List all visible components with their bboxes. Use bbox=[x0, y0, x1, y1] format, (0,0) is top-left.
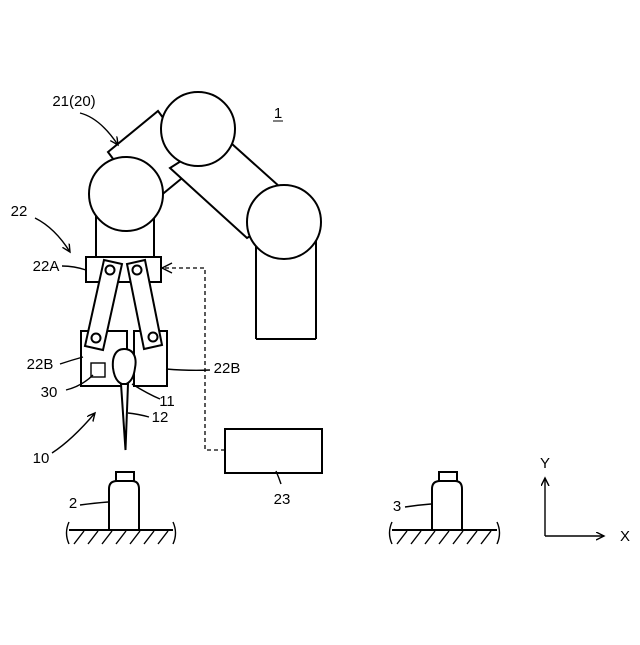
leader-12 bbox=[128, 413, 149, 417]
label-arm: 21(20) bbox=[52, 93, 95, 110]
label-sensor: 30 bbox=[41, 384, 58, 401]
table-left-hatch bbox=[74, 531, 168, 544]
label-container-3: 3 bbox=[393, 498, 401, 515]
label-container-2: 2 bbox=[69, 495, 77, 512]
leader-22b-right bbox=[166, 369, 210, 370]
tool-head-11 bbox=[113, 349, 136, 384]
label-axis-y: Y bbox=[540, 455, 550, 472]
container-3-body bbox=[432, 481, 462, 530]
table-right-hatch bbox=[397, 531, 491, 544]
label-axis-x: X bbox=[620, 528, 630, 545]
label-hand: 22 bbox=[11, 203, 28, 220]
leader-arm bbox=[80, 113, 118, 145]
label-hand-base: 22A bbox=[33, 258, 60, 275]
label-robot: 1 bbox=[274, 105, 282, 122]
leader-22b-left bbox=[60, 357, 83, 364]
joint-left bbox=[89, 157, 163, 231]
label-tool-head: 11 bbox=[159, 393, 175, 410]
axes bbox=[545, 478, 604, 536]
signal-line bbox=[164, 268, 225, 450]
label-tool: 10 bbox=[33, 450, 50, 467]
joint-right bbox=[247, 185, 321, 259]
leader-3 bbox=[405, 504, 431, 507]
leader-10 bbox=[52, 413, 95, 453]
container-2 bbox=[67, 472, 176, 544]
container-2-body bbox=[109, 481, 139, 530]
controller-23 bbox=[225, 429, 322, 473]
label-finger-right: 22B bbox=[214, 360, 241, 377]
label-tool-needle: 12 bbox=[152, 409, 169, 426]
container-3 bbox=[390, 472, 500, 544]
leader-2 bbox=[80, 502, 108, 505]
leader-hand bbox=[35, 218, 70, 252]
tool-needle-12 bbox=[121, 384, 128, 450]
leader-22a bbox=[62, 266, 86, 270]
label-finger-left: 22B bbox=[27, 356, 54, 373]
hand-base-22a bbox=[86, 257, 161, 282]
joint-top bbox=[161, 92, 235, 166]
label-controller: 23 bbox=[274, 491, 291, 508]
tool-10 bbox=[113, 349, 136, 450]
